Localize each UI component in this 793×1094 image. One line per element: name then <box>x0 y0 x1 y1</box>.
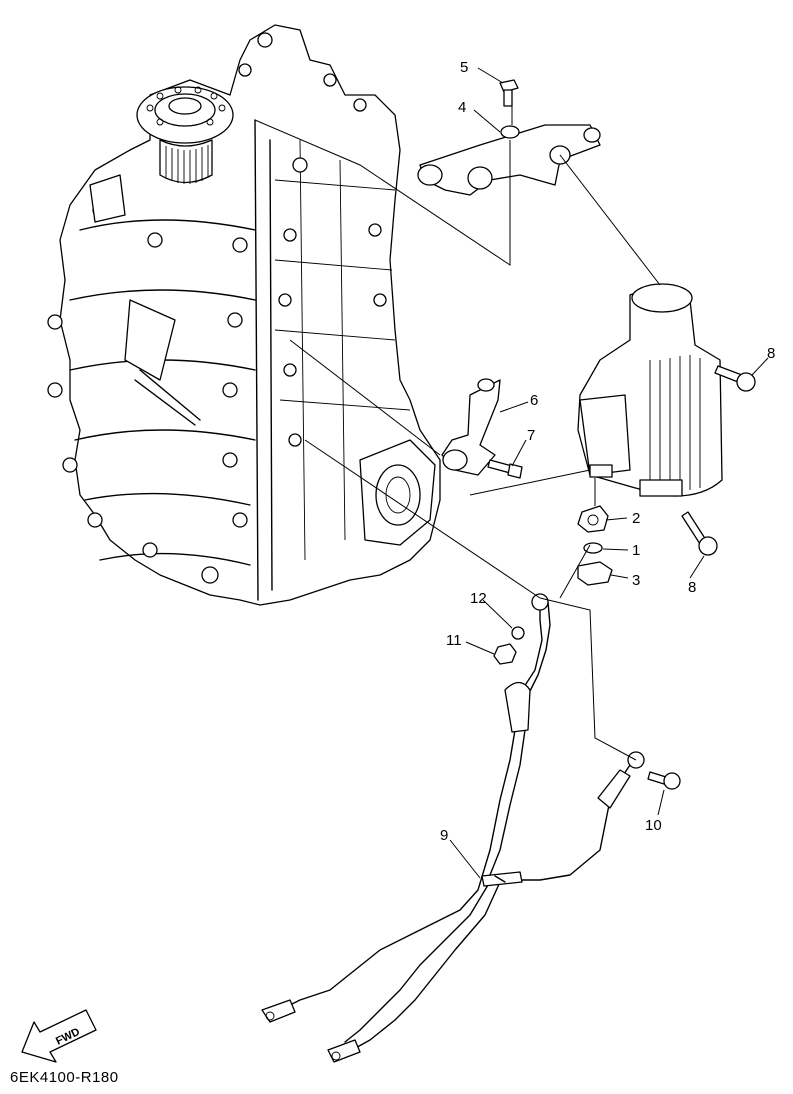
callout-2: 2 <box>632 510 640 527</box>
battery-cable <box>261 593 645 1063</box>
fwd-arrow-icon: FWD <box>21 1009 97 1063</box>
starter-bracket-upper <box>417 124 601 196</box>
reference-lines <box>254 92 661 761</box>
callout-5: 5 <box>460 59 468 76</box>
callout-leaders <box>449 67 769 879</box>
bolt-8-upper <box>714 365 756 392</box>
nut-11 <box>493 643 517 665</box>
callout-4: 4 <box>458 99 466 116</box>
callouts: 5 4 6 7 2 1 3 8 8 12 11 9 10 <box>440 59 775 844</box>
engine-block <box>47 24 441 606</box>
callout-7: 7 <box>527 427 535 444</box>
callout-6: 6 <box>530 392 538 409</box>
bolt-8-lower <box>681 511 718 556</box>
callout-3: 3 <box>632 572 640 589</box>
callout-11: 11 <box>446 632 462 649</box>
callout-8-lower: 8 <box>688 579 696 596</box>
washer-12 <box>511 626 525 640</box>
callout-8-upper: 8 <box>767 345 775 362</box>
terminal-cover-3 <box>577 561 613 586</box>
callout-9: 9 <box>440 827 448 844</box>
starter-motor <box>577 283 723 497</box>
drawing-code: 6EK4100-R180 <box>10 1069 119 1086</box>
callout-10: 10 <box>645 817 662 834</box>
callout-1: 1 <box>632 542 640 559</box>
bolt-10 <box>647 771 681 790</box>
nut-2 <box>577 505 609 533</box>
bolt-7 <box>487 459 523 479</box>
starter-bracket-lower <box>441 378 501 476</box>
callout-12: 12 <box>470 590 487 607</box>
washer-1 <box>583 542 603 554</box>
bolt-5 <box>499 79 519 107</box>
